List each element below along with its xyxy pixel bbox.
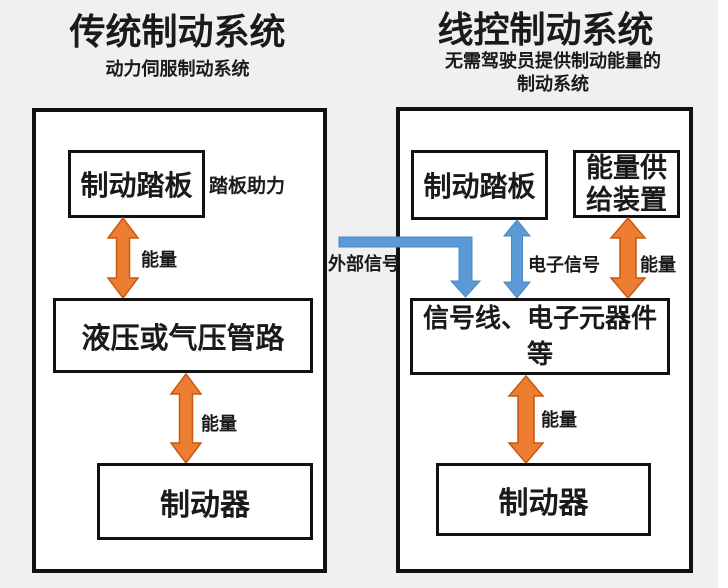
right-energy-arrow-bottom [507,374,545,465]
left-energy-arrow-top [106,216,140,300]
right-edge-strip [718,0,728,588]
left-brake-box: 制动器 [97,463,313,540]
left-energy-label-top: 能量 [141,250,177,270]
signal-components-box: 信号线、电子元器件等 [410,298,670,375]
electronic-signal-label: 电子信号 [528,255,600,275]
right-pedal-box: 制动踏板 [411,150,548,220]
left-pedal-box: 制动踏板 [68,150,205,218]
right-system-title: 线控制动系统 [437,9,654,50]
right-energy-label-bottom: 能量 [541,410,577,430]
left-pipeline-box: 液压或气压管路 [53,298,313,373]
pedal-assist-label: 踏板助力 [209,176,286,197]
left-energy-arrow-bottom [169,372,203,465]
right-energy-label-top: 能量 [640,255,676,275]
external-signal-arrow [338,236,482,298]
right-system-subtitle: 无需驾驶员提供制动能量的制动系统 [445,51,661,95]
energy-supply-box: 能量供给装置 [573,150,680,218]
right-brake-box: 制动器 [436,463,651,536]
left-energy-label-bottom: 能量 [201,414,237,434]
left-system-subtitle: 动力伺服制动系统 [105,59,250,79]
electronic-signal-arrow [502,219,532,299]
left-system-title: 传统制动系统 [69,11,286,52]
external-signal-label: 外部信号 [328,254,400,274]
